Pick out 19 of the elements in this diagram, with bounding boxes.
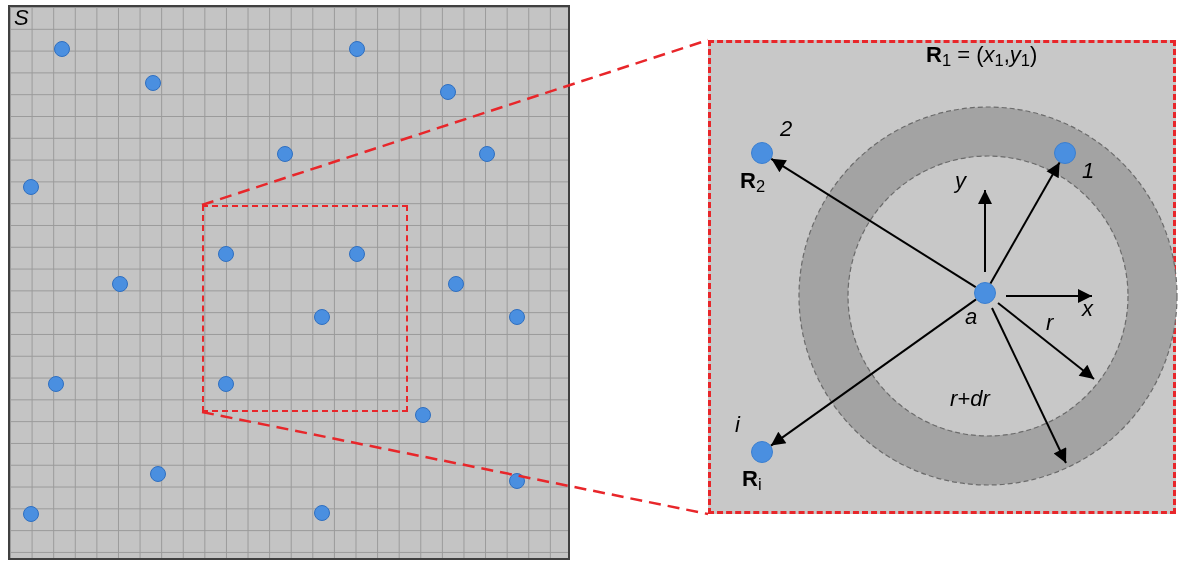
- position-arrow: [989, 161, 1061, 285]
- particle-label: i: [735, 414, 740, 436]
- particle-label: R$_{1}$ = (x$_{1}$,y$_{1}$): [926, 44, 1038, 66]
- particle-label: 2: [780, 118, 793, 140]
- particle-label: R$_{2}$: [740, 170, 766, 192]
- zoom-panel: [708, 40, 1176, 514]
- axis-label: y: [955, 170, 966, 192]
- zoom-region-box: [202, 205, 408, 412]
- position-arrow: [769, 298, 978, 447]
- grid-panel: [8, 5, 570, 560]
- axis-label: x: [1082, 298, 1093, 320]
- particle-label: 1: [1082, 160, 1095, 182]
- particle-label: R$_{i}$: [742, 468, 762, 490]
- set-label: S: [14, 7, 29, 29]
- radius-label: r: [1046, 312, 1054, 334]
- particle-label: a: [965, 306, 978, 328]
- radius-label: r+dr: [950, 388, 990, 410]
- zoom-line: [201, 410, 709, 516]
- position-arrow: [770, 157, 977, 289]
